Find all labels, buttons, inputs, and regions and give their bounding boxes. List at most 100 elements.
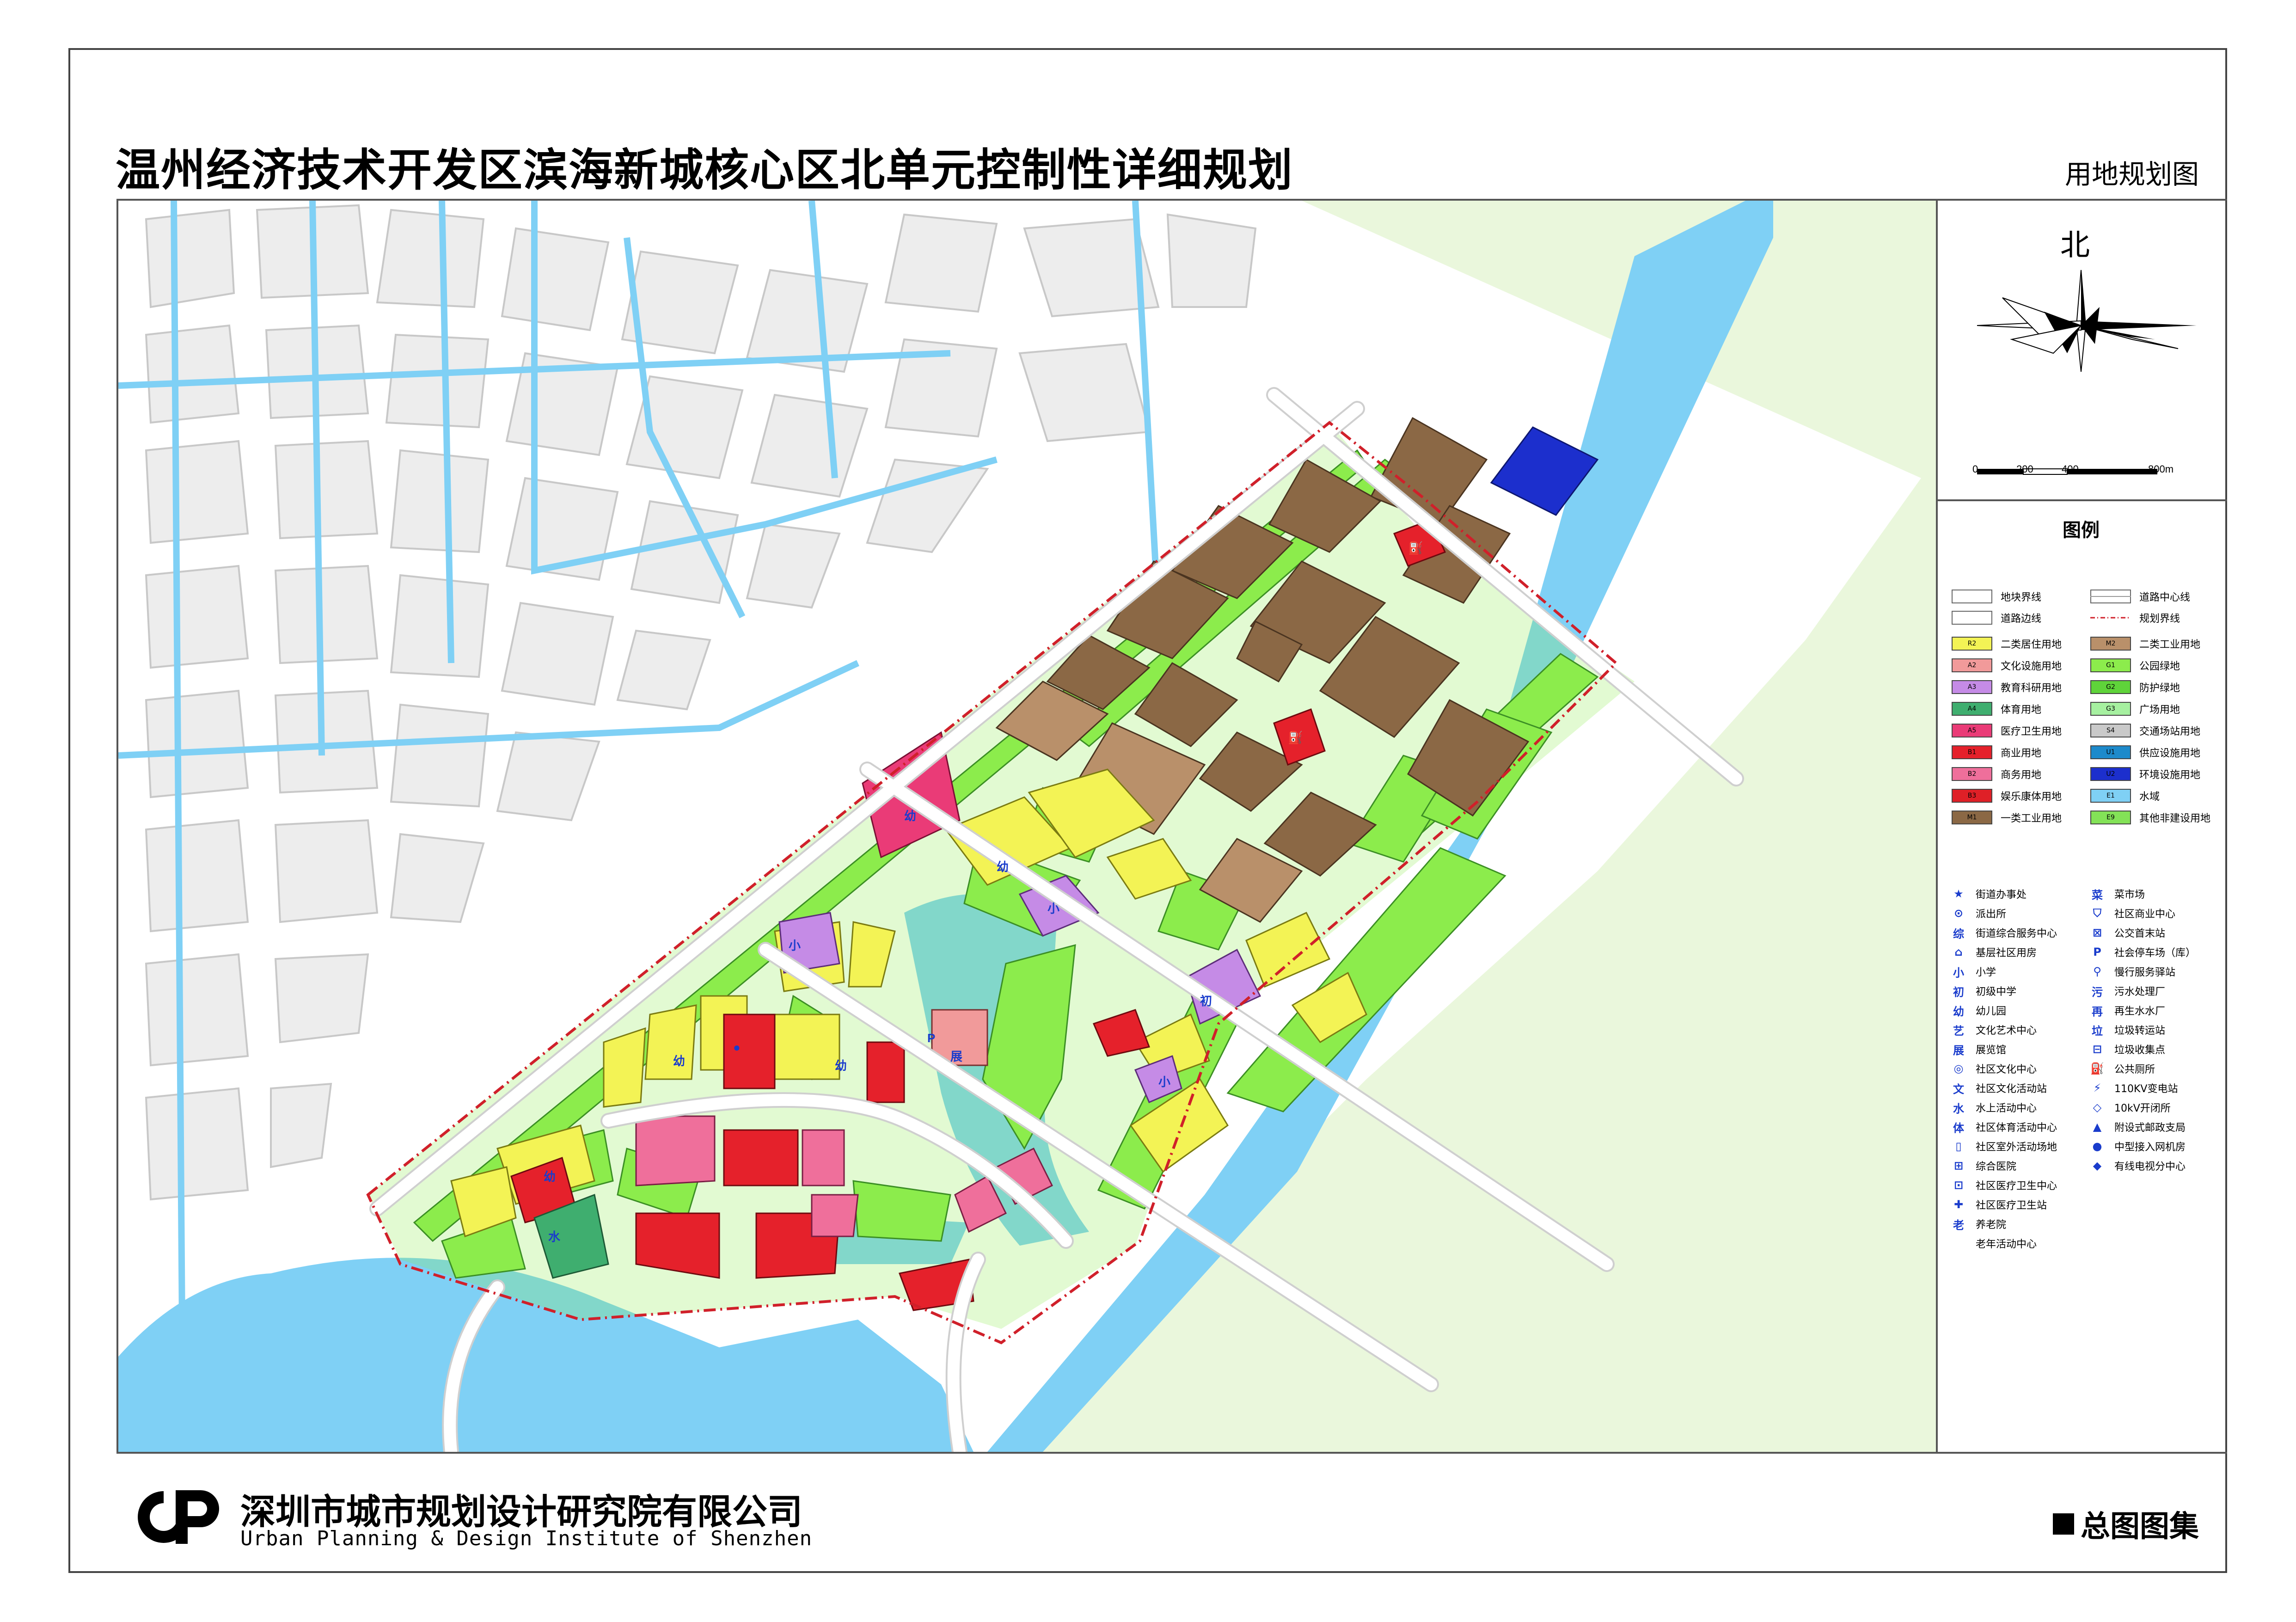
facility-symbol-icon: 小 xyxy=(1953,966,1964,979)
svg-text:⛽: ⛽ xyxy=(1288,731,1303,744)
facility-symbol-icon: 菜 xyxy=(2092,888,2103,902)
facility-symbol-label: 街道综合服务中心 xyxy=(1976,928,2057,940)
facility-symbol-row: ▲附设式邮政支局 xyxy=(2090,1118,2186,1136)
land-use-swatch: G3 xyxy=(2090,702,2131,716)
north-label: 北 xyxy=(2060,228,2090,263)
land-use-swatch: G1 xyxy=(2090,658,2131,672)
facility-symbol-label: 文化艺术中心 xyxy=(1976,1025,2037,1037)
facility-symbol-label: 基层社区用房 xyxy=(1976,947,2037,959)
facility-symbol-row: ●中型接入网机房 xyxy=(2090,1137,2186,1155)
svg-text:P: P xyxy=(927,1031,935,1045)
legend-edge-line: 道路边线 xyxy=(1952,609,2041,626)
scale-tick-0: 0 xyxy=(1972,463,1978,475)
facility-symbol-icon: 再 xyxy=(2092,1005,2103,1018)
facility-symbol-row: ⌂基层社区用房 xyxy=(1952,943,2037,961)
facility-symbol-icon: ⊠ xyxy=(2092,926,2102,939)
facility-symbol-icon: ⚲ xyxy=(2093,965,2101,978)
land-use-swatch: R2 xyxy=(1952,637,1992,651)
facility-symbol-row: ⊡ 社区医疗卫生中心 xyxy=(1952,1176,2057,1194)
compass-icon xyxy=(1977,270,2197,475)
facility-symbol-label: 公交首末站 xyxy=(2114,928,2166,940)
collection-text: 总图图集 xyxy=(2081,1510,2199,1544)
land-use-swatch: G2 xyxy=(2090,680,2131,694)
company-logo-icon xyxy=(138,1490,219,1544)
facility-symbol-row: 体社区体育活动中心 xyxy=(1952,1118,2057,1136)
facility-symbol-icon: ◎ xyxy=(1953,1062,1964,1075)
legend-label: 一类工业用地 xyxy=(2001,813,2062,824)
facility-symbol-icon: P xyxy=(2093,946,2101,958)
legend-land-use-e9: E9 其他非建设用地 xyxy=(2090,809,2210,826)
land-use-swatch: U2 xyxy=(2090,767,2131,781)
land-use-swatch: S4 xyxy=(2090,724,2131,737)
legend-block-line: 地块界线 xyxy=(1952,588,2041,605)
svg-text:小: 小 xyxy=(1158,1075,1170,1089)
facility-symbol-label: 社区医疗卫生中心 xyxy=(1976,1180,2057,1192)
facility-symbol-icon: 幼 xyxy=(1953,1005,1964,1018)
facility-symbol-label: 10kV开闭所 xyxy=(2114,1103,2171,1114)
facility-symbol-row: ◎社区文化中心 xyxy=(1952,1060,2037,1077)
legend-title: 图例 xyxy=(2063,520,2100,541)
svg-text:幼: 幼 xyxy=(904,809,916,823)
legend-label: 文化设施用地 xyxy=(2001,661,2062,672)
legend-label: 环境设施用地 xyxy=(2139,769,2201,781)
facility-symbol-label: 附设式邮政支局 xyxy=(2114,1122,2186,1134)
svg-text:展: 展 xyxy=(950,1050,962,1063)
facility-symbol-label: 幼儿园 xyxy=(1976,1006,2007,1017)
legend-label: 供应设施用地 xyxy=(2139,748,2201,759)
facility-symbol-icon: ✚ xyxy=(1953,1198,1964,1211)
side-panel: 北 0 200 400 800m 图例 地块界线 道路中心线 xyxy=(1938,199,2227,1454)
scale-tick-400: 400 xyxy=(2062,463,2079,475)
legend-label: 娱乐康体用地 xyxy=(2001,791,2062,803)
legend-label: 道路边线 xyxy=(2001,613,2042,625)
svg-text:幼: 幼 xyxy=(997,860,1009,874)
facility-symbol-icon: 文 xyxy=(1953,1082,1964,1096)
land-use-swatch: M2 xyxy=(2090,637,2131,651)
facility-symbol-icon: ★ xyxy=(1953,887,1964,900)
land-use-swatch: A4 xyxy=(1952,702,1992,716)
svg-text:初: 初 xyxy=(1200,994,1212,1008)
land-use-swatch: A3 xyxy=(1952,680,1992,694)
legend-label: 商务用地 xyxy=(2001,769,2042,781)
facility-symbol-row: P 社会停车场（库） xyxy=(2090,943,2196,961)
legend-label: 规划界线 xyxy=(2139,613,2180,625)
facility-symbol-row: 初初级中学 xyxy=(1952,982,2016,1000)
legend-label: 其他非建设用地 xyxy=(2139,813,2211,824)
facility-symbol-icon xyxy=(1952,1236,1965,1250)
edge-line-swatch xyxy=(1952,611,1992,625)
legend-label: 防护绿地 xyxy=(2139,682,2180,694)
facility-symbol-row: 老年活动中心 xyxy=(1952,1235,2037,1252)
svg-text:水: 水 xyxy=(548,1230,561,1244)
facility-symbol-label: 小学 xyxy=(1976,967,1996,978)
facility-symbol-row: ◇10kV开闭所 xyxy=(2090,1099,2171,1116)
facility-symbol-row: ⊟垃圾收集点 xyxy=(2090,1040,2165,1058)
facility-symbol-label: 社区体育活动中心 xyxy=(1976,1122,2057,1134)
facility-symbol-icon: 体 xyxy=(1953,1121,1964,1135)
land-use-swatch: U1 xyxy=(2090,745,2131,759)
facility-symbol-label: 社会停车场（库） xyxy=(2114,947,2196,959)
facility-symbol-label: 污水处理厂 xyxy=(2114,986,2166,998)
legend-land-use-g2: G2 防护绿地 xyxy=(2090,679,2180,695)
scale-tick-200: 200 xyxy=(2016,463,2033,475)
facility-symbol-label: 中型接入网机房 xyxy=(2114,1142,2186,1153)
svg-text:小: 小 xyxy=(789,939,801,952)
center-line-swatch xyxy=(2090,590,2131,603)
map-subtitle: 用地规划图 xyxy=(2064,159,2199,190)
facility-symbol-row: 艺文化艺术中心 xyxy=(1952,1021,2037,1038)
facility-symbol-icon: ⊡ xyxy=(1953,1179,1964,1192)
facility-symbol-row: ★街道办事处 xyxy=(1952,885,2027,903)
facility-symbol-label: 派出所 xyxy=(1976,909,2007,920)
facility-symbol-row: ⊞综合医院 xyxy=(1952,1157,2016,1174)
facility-symbol-row: 文社区文化活动站 xyxy=(1952,1079,2047,1097)
land-use-swatch: E1 xyxy=(2090,789,2131,803)
facility-symbol-label: 综合医院 xyxy=(1976,1161,2017,1173)
map-title: 温州经济技术开发区滨海新城核心区北单元控制性详细规划 xyxy=(116,144,1293,196)
facility-symbol-row: 再再生水水厂 xyxy=(2090,1001,2165,1019)
square-icon xyxy=(2053,1513,2074,1535)
block-line-swatch xyxy=(1952,590,1992,603)
collection-label: 总图图集 xyxy=(2053,1503,2199,1545)
land-use-swatch: E9 xyxy=(2090,811,2131,824)
